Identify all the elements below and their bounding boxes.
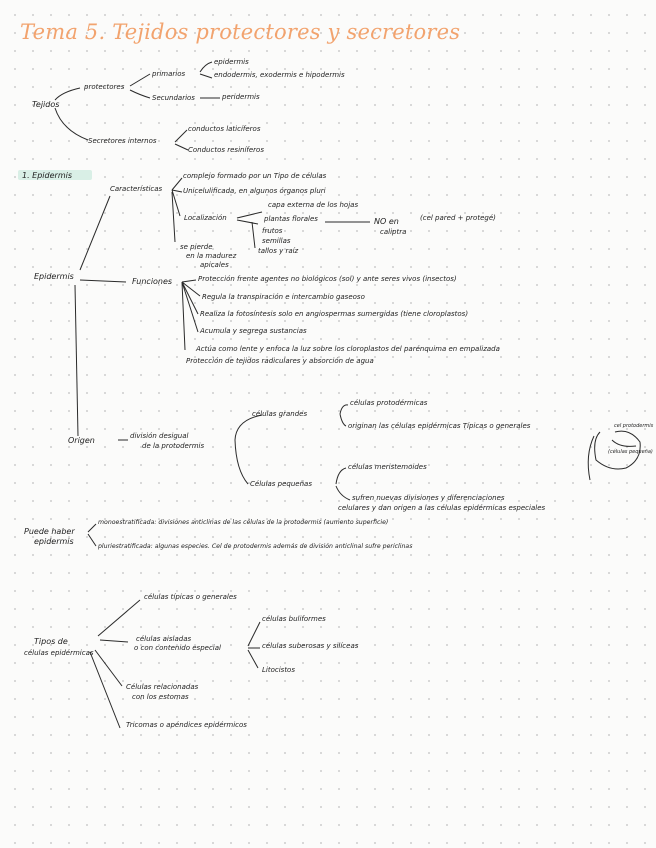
tipos-t2: células aisladas bbox=[136, 636, 191, 643]
tree1-endo: endodermis, exodermis e hipodermis bbox=[214, 72, 345, 79]
epi-division2: de la protodermis bbox=[142, 443, 204, 450]
tree1-secundarios: Secundarios bbox=[152, 95, 195, 102]
puede-label1: Puede haber bbox=[24, 528, 75, 536]
epi-frutos: frutos bbox=[262, 228, 282, 235]
tipos-t4: Tricomas o apéndices epidérmicos bbox=[126, 722, 247, 729]
tree1-peridermis: peridermis bbox=[222, 94, 260, 101]
sketch-label2: (células pequeña) bbox=[608, 450, 653, 455]
line-grandes bbox=[340, 405, 348, 426]
epi-no-en-note: (cel pared + protegé) bbox=[420, 215, 496, 222]
epi-f3: Realiza la fotosíntesis solo en angiospe… bbox=[200, 311, 468, 318]
epi-c1: complejo formado por un Tipo de células bbox=[183, 173, 326, 180]
puede-pluri: pluriestratificada: algunas especies. Ce… bbox=[98, 544, 412, 550]
section-heading: 1. Epidermis bbox=[22, 172, 72, 180]
epi-no-en: NO en bbox=[374, 218, 399, 226]
epi-pequenas: Células pequeñas bbox=[250, 481, 312, 488]
line-prot-primarios bbox=[130, 74, 150, 86]
epi-pierde: se pierde bbox=[180, 244, 213, 251]
epi-grandes: células grandes bbox=[252, 411, 307, 418]
epi-localizacion: Localización bbox=[184, 215, 227, 222]
epi-p1: células meristemoides bbox=[348, 464, 427, 471]
tipos-root2: células epidérmicas bbox=[24, 650, 94, 657]
line-prot-secundarios bbox=[130, 90, 150, 98]
tree1-resiniferos: Conductos resiníferos bbox=[188, 147, 264, 154]
epi-pierde2: en la madurez bbox=[186, 253, 236, 260]
epi-semillas: semillas bbox=[262, 238, 291, 245]
tipos-t1: células típicas o generales bbox=[144, 594, 237, 601]
epi-f1: Protección frente agentes no biológicos … bbox=[198, 276, 457, 283]
line-secr-res bbox=[175, 144, 188, 150]
line-div-split bbox=[235, 415, 262, 484]
epi-f4: Acumula y segrega sustancias bbox=[200, 328, 307, 335]
epi-g2: originan las células epidérmicas Típicas… bbox=[348, 423, 530, 430]
tipos-root1: Tipos de bbox=[34, 638, 68, 646]
line-epi-car bbox=[80, 196, 110, 270]
puede-mono: monoestratificada: divisiones anticlinas… bbox=[98, 520, 388, 526]
epi-plantas: plantas florales bbox=[264, 216, 318, 223]
epi-pierde3: apicales bbox=[200, 262, 229, 269]
epi-division: división desigual bbox=[130, 433, 188, 440]
line-peq bbox=[336, 468, 350, 500]
epi-p2: sufren nuevas divisiones y diferenciacio… bbox=[352, 495, 505, 502]
line-tipos-t3 bbox=[95, 650, 122, 686]
epi-f6: Protección de tejidos radiculares y abso… bbox=[186, 358, 374, 365]
puede-label2: epidermis bbox=[34, 538, 74, 546]
line-tejidos-secretores bbox=[55, 108, 88, 140]
epi-p3: celulares y dan origen a las células epi… bbox=[338, 505, 545, 512]
tree1-laticiferos: conductos laticíferos bbox=[188, 126, 261, 133]
line-t2-branch bbox=[248, 622, 260, 668]
line-tipos-t2 bbox=[100, 640, 128, 642]
tipos-b1: células buliformes bbox=[262, 616, 326, 623]
sketch-bracket bbox=[588, 436, 594, 480]
tree1-primarios: primarios bbox=[152, 71, 185, 78]
line-epi-ori bbox=[75, 285, 78, 436]
line-epi-fun bbox=[80, 280, 126, 282]
line-loc-branch bbox=[237, 212, 262, 248]
epi-origen: Origen bbox=[68, 437, 95, 445]
epi-f2: Regula la transpiración e intercambio ga… bbox=[202, 294, 365, 301]
epi-f5: Actúa como lente y enfoca la luz sobre l… bbox=[196, 346, 500, 353]
tree1-root: Tejidos bbox=[32, 101, 59, 109]
line-secr-lat bbox=[175, 130, 187, 142]
epi-caracteristicas: Características bbox=[110, 186, 162, 193]
line-tejidos-protectores bbox=[55, 88, 80, 100]
epi-root: Epidermis bbox=[34, 273, 74, 281]
line-tipos-t1 bbox=[98, 600, 140, 636]
line-prim-endo bbox=[200, 74, 212, 78]
tipos-b2: células suberosas y silíceas bbox=[262, 643, 358, 650]
line-puede bbox=[88, 524, 96, 546]
epi-funciones: Funciones bbox=[132, 278, 172, 286]
tree1-protectores: protectores bbox=[84, 84, 124, 91]
epi-cubierta: capa externa de los hojas bbox=[268, 202, 358, 209]
line-car-branch bbox=[172, 178, 182, 242]
tipos-t3b: con los estomas bbox=[132, 694, 189, 701]
line-fun-branch bbox=[182, 280, 200, 350]
tipos-t3: Células relacionadas bbox=[126, 684, 198, 691]
sketch-label: cel protodermis bbox=[614, 424, 653, 429]
epi-caliptra: caliptra bbox=[380, 229, 406, 236]
tipos-b3: Litocistos bbox=[262, 667, 295, 674]
tree1-epidermis: epidermis bbox=[214, 59, 249, 66]
line-prim-epi bbox=[200, 62, 212, 72]
epi-c2: Unicelulificada, en algunos órganos plur… bbox=[183, 188, 326, 195]
epi-g1: células protodérmicas bbox=[350, 400, 427, 407]
tree1-secretores: Secretores internos bbox=[88, 138, 157, 145]
tipos-t2b: o con contenido especial bbox=[134, 645, 221, 652]
epi-tallos: tallos y raíz bbox=[258, 248, 298, 255]
